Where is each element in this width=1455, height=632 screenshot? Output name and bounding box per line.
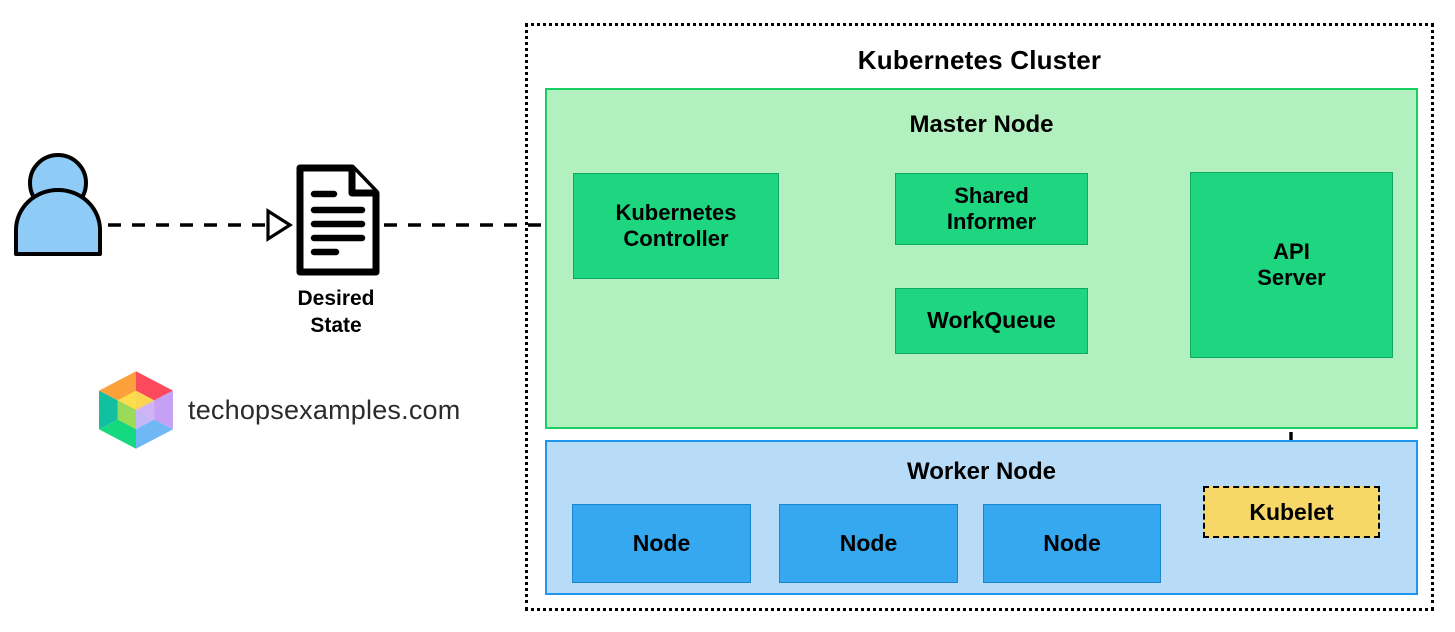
document-icon [296,164,380,276]
master-node-title: Master Node [909,111,1054,138]
cluster-title: Kubernetes Cluster [857,44,1102,75]
api-server-box[interactable]: API Server [1190,172,1393,358]
brand-text: techopsexamples.com [188,394,461,425]
hexagon-cube-logo-icon [99,371,173,449]
desired-state-label: Desired State [297,287,375,337]
workqueue-box[interactable]: WorkQueue [895,288,1088,354]
node-box-1[interactable]: Node [572,504,751,583]
kubernetes-controller-box[interactable]: Kubernetes Controller [573,173,779,279]
kubelet-box[interactable]: Kubelet [1203,486,1380,538]
shared-informer-box[interactable]: Shared Informer [895,173,1088,245]
arrowhead-desired-state [266,208,293,242]
node-box-3[interactable]: Node [983,504,1161,583]
worker-node-title: Worker Node [907,458,1056,485]
kubernetes-cluster-boundary [525,23,1434,611]
user-icon [14,153,102,256]
node-box-2[interactable]: Node [779,504,958,583]
